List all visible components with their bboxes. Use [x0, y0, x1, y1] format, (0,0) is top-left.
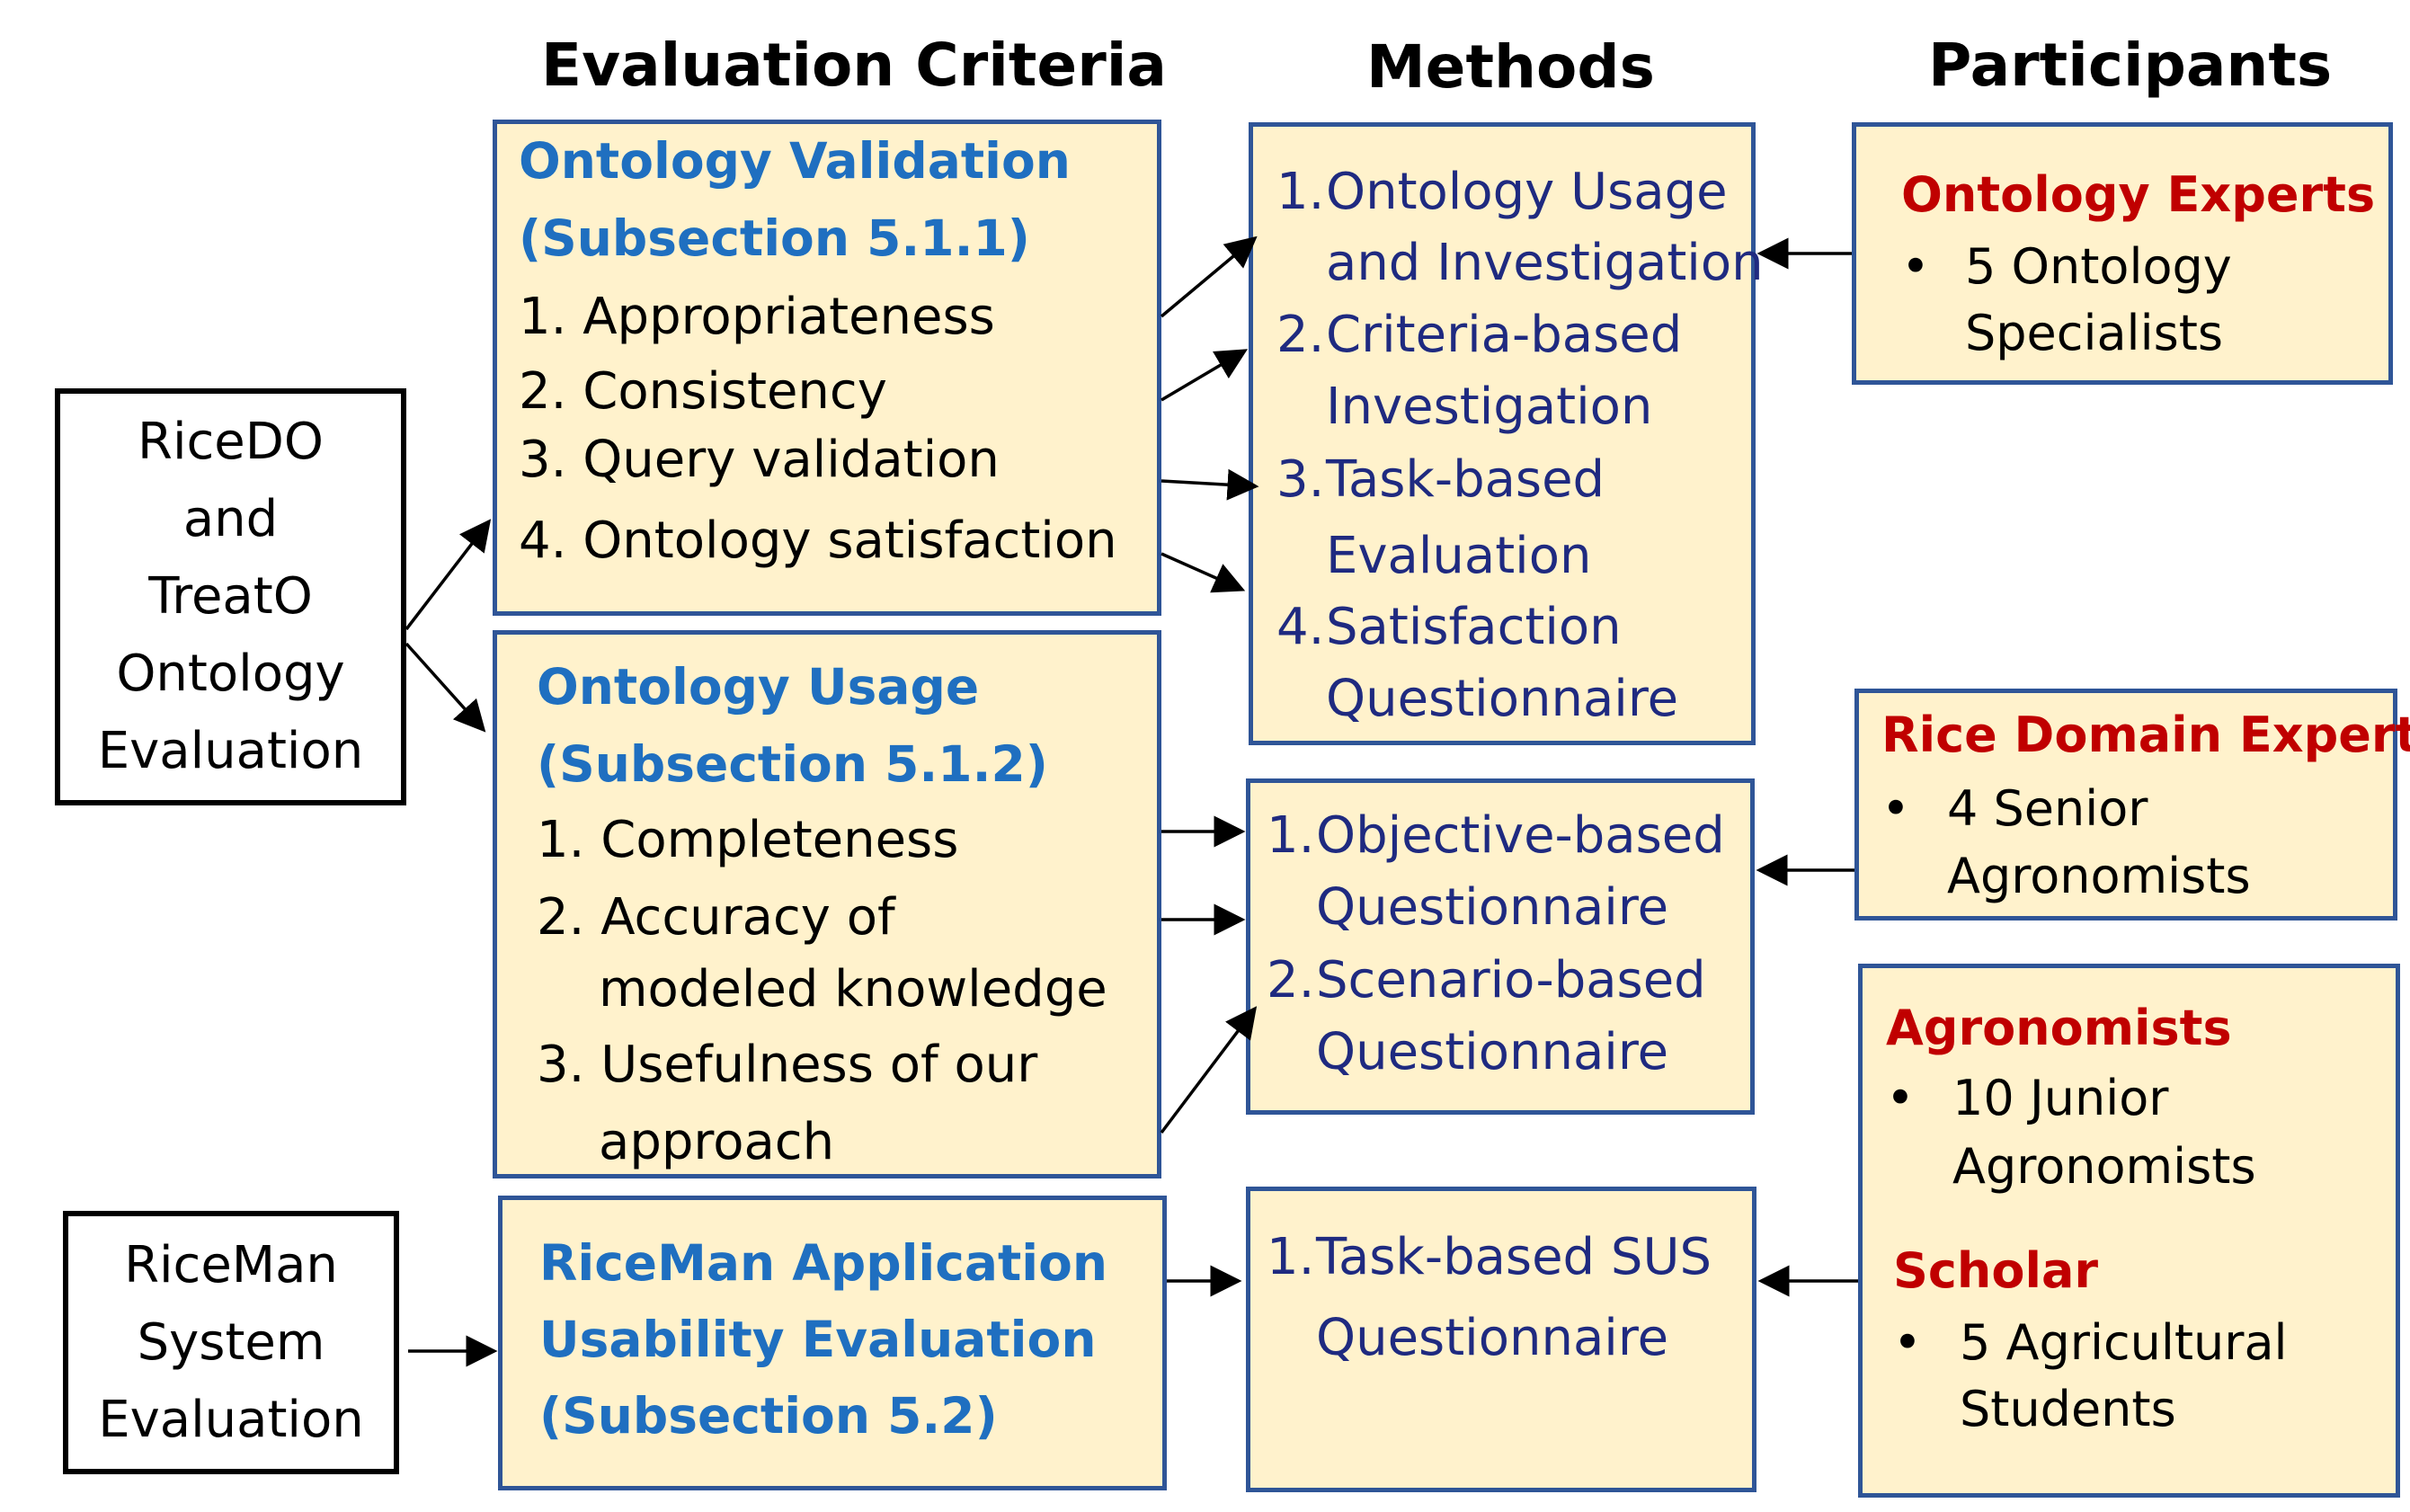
method-line: Questionnaire — [1316, 878, 1669, 937]
participant-line: 4 Senior — [1947, 780, 2148, 837]
validation-methods-box — [1249, 122, 1756, 745]
participant-line: 5 Ontology — [1965, 238, 2232, 295]
participant-line: Students — [1960, 1381, 2176, 1437]
usability-methods-box — [1246, 1187, 1756, 1492]
ontology-evaluation-line: TreatO — [148, 567, 313, 626]
criteria-item: 3. Usefulness of our — [537, 1036, 1038, 1094]
system-evaluation-box: RiceMan System Evaluation — [63, 1211, 399, 1474]
ontology-validation-title: Ontology Validation — [519, 132, 1071, 190]
method-line: Evaluation — [1326, 527, 1592, 585]
method-line: Task-based SUS — [1316, 1228, 1712, 1286]
method-line: Questionnaire — [1316, 1309, 1669, 1367]
method-number: 1. — [1267, 1228, 1315, 1286]
criteria-item: 4. Ontology satisfaction — [519, 511, 1117, 570]
method-line: Task-based — [1326, 450, 1605, 509]
rice-domain-experts-box — [1854, 689, 2397, 921]
header-methods: Methods — [1366, 32, 1655, 102]
criteria-item: 3. Query validation — [519, 431, 1000, 489]
method-line: Scenario-based — [1316, 951, 1706, 1009]
ontology-evaluation-box: RiceDO and TreatO Ontology Evaluation — [55, 388, 406, 805]
system-evaluation-line: RiceMan — [124, 1235, 338, 1294]
usage-methods-box — [1246, 778, 1755, 1115]
riceman-usability-box — [498, 1196, 1167, 1490]
agronomists-scholar-box — [1858, 964, 2400, 1498]
method-line: Satisfaction — [1326, 598, 1622, 656]
arrow — [405, 642, 486, 733]
agronomists-title: Agronomists — [1886, 1000, 2232, 1056]
method-line: Questionnaire — [1326, 670, 1679, 728]
criteria-item: approach — [599, 1113, 835, 1171]
scholar-title: Scholar — [1893, 1242, 2099, 1299]
rice-domain-experts-title: Rice Domain Experts — [1881, 707, 2410, 763]
system-evaluation-line: Evaluation — [98, 1390, 364, 1449]
ontology-usage-box — [493, 630, 1161, 1178]
system-evaluation-line: System — [137, 1312, 325, 1372]
arrow — [1161, 552, 1246, 593]
method-number: 4. — [1276, 598, 1325, 656]
method-number: 2. — [1267, 951, 1315, 1009]
ontology-evaluation-line: Evaluation — [97, 722, 364, 780]
ontology-usage-title: Ontology Usage — [537, 658, 980, 716]
header-evaluation-criteria: Evaluation Criteria — [541, 31, 1167, 100]
bullet: • — [1881, 780, 1910, 837]
riceman-usability-subtitle: (Subsection 5.2) — [539, 1387, 998, 1445]
method-number: 2. — [1276, 306, 1325, 364]
riceman-usability-title: RiceMan Application — [539, 1234, 1108, 1292]
method-line: Criteria-based — [1326, 306, 1683, 364]
ontology-usage-subtitle: (Subsection 5.1.2) — [537, 735, 1048, 793]
arrow — [1160, 236, 1258, 318]
criteria-item: 2. Accuracy of — [537, 888, 895, 947]
ontology-validation-box — [493, 120, 1161, 616]
method-line: Questionnaire — [1316, 1023, 1669, 1081]
criteria-item: modeled knowledge — [599, 960, 1107, 1018]
bullet: • — [1886, 1070, 1915, 1126]
ontology-evaluation-line: Ontology — [116, 645, 345, 703]
ontology-validation-subtitle: (Subsection 5.1.1) — [519, 209, 1030, 267]
header-participants: Participants — [1928, 31, 2333, 100]
participant-line: 10 Junior — [1952, 1070, 2169, 1126]
arrow — [405, 519, 492, 631]
participant-line: 5 Agricultural — [1960, 1314, 2288, 1371]
criteria-item: 1. Appropriateness — [519, 288, 995, 346]
participant-line: Agronomists — [1947, 848, 2251, 904]
method-line: Objective-based — [1316, 806, 1725, 865]
ontology-evaluation-line: and — [182, 490, 279, 548]
ontology-evaluation-line: RiceDO — [138, 413, 324, 471]
criteria-item: 1. Completeness — [537, 811, 959, 869]
bullet: • — [1901, 238, 1930, 295]
method-line: Ontology Usage — [1326, 163, 1728, 221]
method-number: 3. — [1276, 450, 1325, 509]
arrow — [1160, 1006, 1258, 1134]
bullet: • — [1893, 1314, 1922, 1371]
ontology-experts-title: Ontology Experts — [1901, 166, 2376, 223]
method-number: 1. — [1276, 163, 1325, 221]
criteria-item: 2. Consistency — [519, 362, 887, 421]
ontology-experts-box — [1852, 122, 2393, 385]
method-line: and Investigation — [1326, 234, 1764, 292]
method-line: Investigation — [1326, 378, 1653, 436]
arrow — [1161, 468, 1259, 501]
method-number: 1. — [1267, 806, 1315, 865]
riceman-usability-title: Usability Evaluation — [539, 1311, 1097, 1368]
participant-line: Specialists — [1965, 305, 2224, 361]
participant-line: Agronomists — [1952, 1138, 2256, 1195]
arrow — [1161, 349, 1249, 402]
